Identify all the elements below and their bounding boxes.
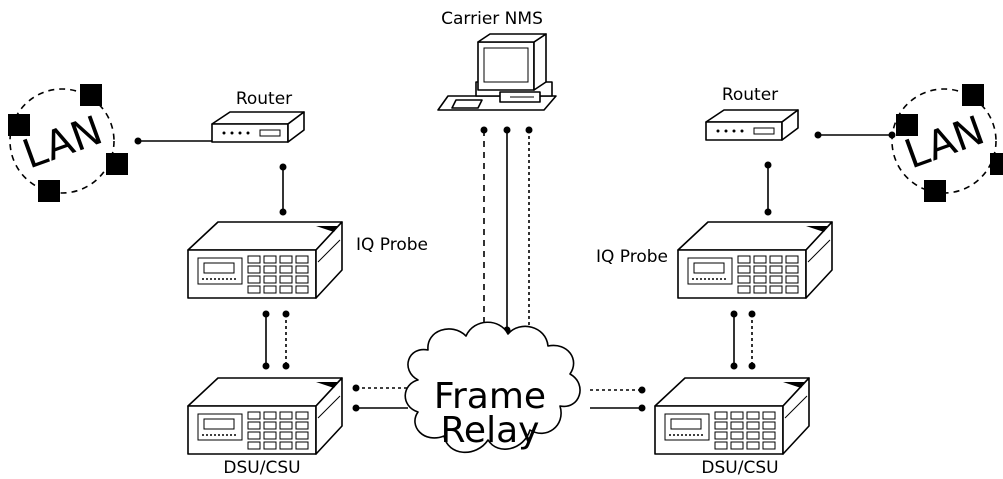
- router-label-left: Router: [236, 89, 292, 109]
- lan-icon: [891, 84, 1003, 202]
- cloud-label-relay: Relay: [441, 410, 540, 451]
- router-icon: [705, 109, 799, 141]
- carrier-nms-label: Carrier NMS: [441, 9, 543, 29]
- dsu-cloud-link-left: [352, 384, 408, 412]
- probe-icon: [677, 221, 833, 299]
- dsu-csu-icon: [654, 377, 810, 455]
- iq-probe-label-right: IQ Probe: [596, 247, 668, 267]
- dsu-csu-icon: [187, 377, 343, 455]
- computer-icon: [437, 33, 557, 111]
- lan-router-link-left: [134, 137, 212, 145]
- dsu-csu-label-right: DSU/CSU: [701, 458, 778, 478]
- probe-dsu-link-right: [730, 310, 756, 370]
- router-probe-link-left: [279, 163, 287, 216]
- lan-icon: [8, 84, 128, 202]
- dsu-csu-label-left: DSU/CSU: [223, 458, 300, 478]
- probe-icon: [187, 221, 343, 299]
- router-label-right: Router: [722, 85, 778, 105]
- cloud-label-frame: Frame: [434, 376, 546, 417]
- router-icon: [211, 111, 305, 143]
- iq-probe-label-left: IQ Probe: [356, 235, 428, 255]
- nms-links: [480, 126, 533, 334]
- lan-router-link-right: [814, 131, 896, 139]
- lan-label-left: LAN: [17, 108, 108, 179]
- dsu-cloud-link-right: [590, 386, 646, 412]
- router-probe-link-right: [764, 161, 772, 216]
- cloud-icon: [404, 321, 581, 454]
- probe-dsu-link-left: [262, 310, 290, 370]
